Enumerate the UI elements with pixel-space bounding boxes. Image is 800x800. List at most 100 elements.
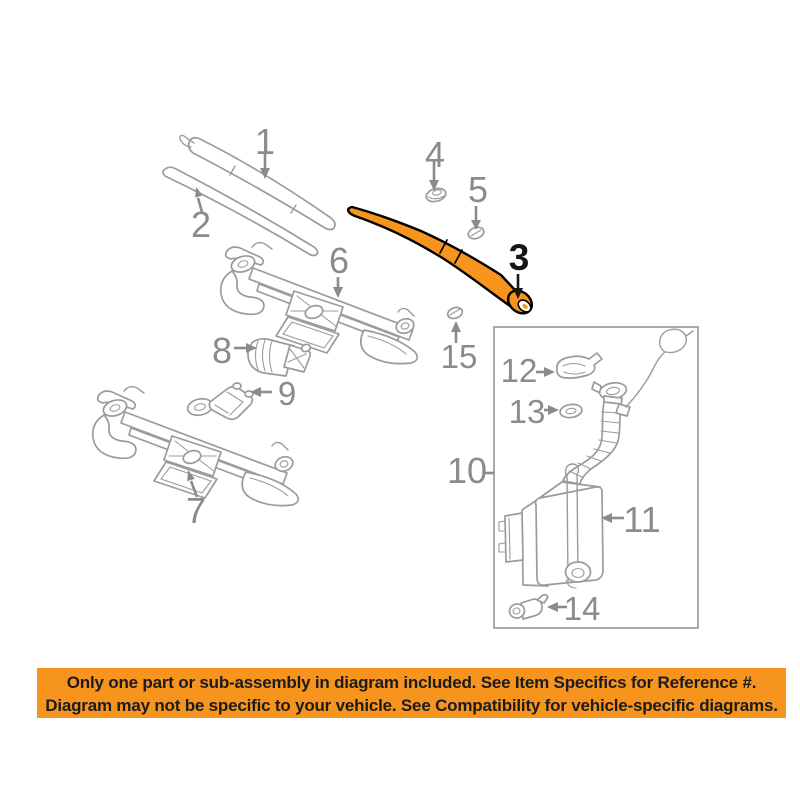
callout-4: 4 (425, 134, 445, 191)
motor-body (247, 337, 295, 377)
callout-2-arrowhead (195, 187, 203, 198)
callout-8: 8 (212, 330, 257, 371)
callout-9: 9 (250, 375, 296, 412)
grommet (446, 306, 464, 320)
wiper-motor (247, 337, 312, 377)
callout-7-line (189, 480, 199, 498)
callout-14-number: 14 (564, 590, 601, 627)
callout-6: 6 (329, 240, 349, 298)
bracket-folds (214, 391, 244, 416)
wiper-blade-insert-body (162, 166, 319, 257)
pump-face-inner (512, 607, 521, 615)
callout-8-arrowhead (246, 343, 257, 353)
callout-1-arrowhead (260, 168, 270, 179)
callout-11-arrowhead (601, 513, 612, 523)
callout-1-number: 1 (255, 121, 275, 162)
reservoir-bottom-detail (565, 579, 577, 589)
linkage7-mount-detail (160, 466, 212, 494)
callout-12-arrowhead (544, 367, 555, 377)
linkage6-end-pivot-inner (400, 322, 410, 330)
linkage7-hook (123, 385, 145, 394)
callout-1: 1 (255, 121, 275, 179)
wiper-blade-body (187, 136, 336, 231)
callout-3-number: 3 (509, 237, 530, 278)
wiper-linkage-rear (91, 385, 300, 507)
wiper-arm-body (347, 205, 519, 308)
arm-nut (467, 226, 485, 240)
arm-cap-detail (427, 195, 445, 200)
seal-inner (565, 407, 577, 415)
callout-8-number: 8 (212, 330, 232, 371)
callout-7-number: 7 (186, 490, 206, 531)
pump-face (508, 603, 526, 619)
motor-bracket (186, 382, 254, 421)
reservoir-cap (555, 352, 603, 379)
cap-detail (562, 362, 586, 375)
callout-12-number: 12 (501, 352, 538, 389)
callout-7: 7 (186, 470, 206, 531)
callout-14: 14 (547, 590, 600, 627)
linkage7-c-bracket (91, 414, 137, 460)
linkage6-hub (304, 304, 324, 320)
pump-mount (564, 561, 592, 583)
arm-nut-detail (470, 229, 482, 237)
wiper-arm-highlighted (347, 205, 534, 315)
linkage6-c-bracket (219, 270, 265, 316)
mounting-plate (504, 512, 524, 563)
linkage7-end-pivot-inner (279, 460, 289, 468)
linkage7-mount-plate (153, 461, 218, 499)
grommet-detail (449, 308, 461, 316)
linkage7-hub (182, 449, 202, 465)
callout-6-arrowhead (333, 287, 343, 298)
callout-5-number: 5 (468, 169, 488, 210)
linkage6-pivot-inner (237, 260, 249, 268)
linkage6-mount-plate (275, 316, 340, 354)
wiper-blade-insert (162, 166, 319, 257)
callout-2-number: 2 (191, 204, 211, 245)
callout-13: 13 (509, 393, 559, 430)
callout-9-arrowhead (250, 387, 261, 397)
callout-9-number: 9 (278, 375, 296, 412)
linkage6-shield-detail (367, 335, 407, 355)
callout-3-arrowhead (513, 288, 523, 299)
callout-10: 10 (447, 450, 494, 491)
callout-2: 2 (191, 187, 211, 245)
arm-cap (425, 187, 447, 203)
callout-15: 15 (441, 321, 477, 375)
callout-5: 5 (468, 169, 488, 230)
callout-4-arrowhead (429, 180, 439, 191)
pump-nub (536, 593, 549, 604)
linkage6-stud (397, 307, 415, 317)
wiper-linkage-front (219, 241, 419, 365)
callout-2-line (196, 197, 204, 213)
pump-mount-inner (571, 567, 585, 579)
motor-gearbox-detail (287, 348, 307, 369)
callout-5-arrowhead (471, 220, 481, 230)
washer-hose (615, 328, 694, 417)
callout-13-number: 13 (509, 393, 546, 430)
callout-15-arrowhead (451, 321, 461, 332)
reservoir-front (534, 486, 604, 586)
wiper-arm-head-center (522, 304, 528, 309)
disclaimer-line-1: Only one part or sub-assembly in diagram… (66, 673, 757, 692)
cap-body (555, 352, 603, 379)
cap-seal (559, 403, 583, 419)
bracket-stud1 (232, 382, 242, 390)
bracket-stud2 (244, 390, 254, 398)
arm-cap-inner (432, 189, 442, 196)
hose-curl (658, 328, 694, 354)
callout-10-number: 10 (447, 450, 487, 491)
callout-14-arrowhead (547, 602, 558, 612)
washer-pump (508, 593, 549, 620)
linkage6-hook (251, 241, 273, 250)
neck-ribs (568, 411, 621, 478)
linkage7-pivot (102, 399, 128, 417)
wiper-blade (179, 134, 336, 231)
wiper-blade-details (179, 134, 297, 214)
linkage7-end-pivot (274, 455, 294, 473)
linkage6-pivot (230, 255, 256, 273)
hose-line (625, 351, 666, 408)
callout-13-arrowhead (548, 405, 559, 415)
grommet-body (446, 306, 464, 320)
